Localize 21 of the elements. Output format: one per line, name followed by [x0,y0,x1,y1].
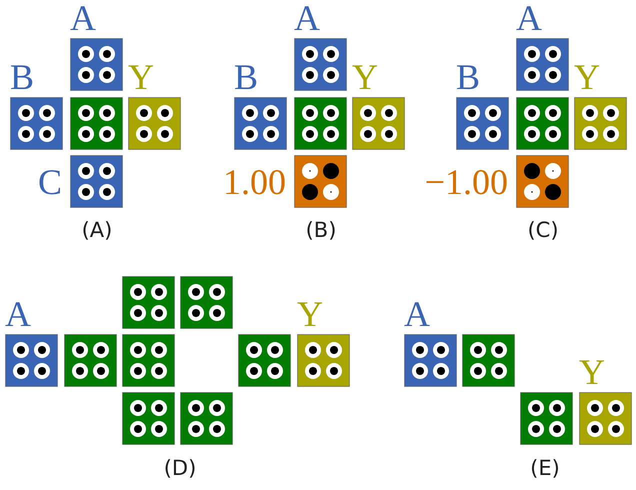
weight-value: 1.00 [223,164,286,200]
panel-label: (A) [82,218,112,242]
variable-label: A [70,0,96,36]
weight-value: −1.00 [424,164,508,200]
panel-label: (D) [164,456,196,480]
panel-label: (C) [527,218,559,242]
variable-label: A [294,0,320,36]
variable-label: C [38,164,62,200]
variable-label: A [516,0,542,36]
variable-label: B [10,59,34,95]
variable-label: Y [574,59,600,95]
panel-label: (B) [306,218,336,242]
variable-label: A [5,296,31,332]
variable-label: B [234,59,258,95]
variable-label: Y [128,59,154,95]
variable-label: Y [579,354,605,390]
variable-label: Y [297,296,323,332]
panel-label: (E) [530,456,560,480]
variable-label: A [404,296,430,332]
variable-label: Y [352,59,378,95]
variable-label: B [456,59,480,95]
